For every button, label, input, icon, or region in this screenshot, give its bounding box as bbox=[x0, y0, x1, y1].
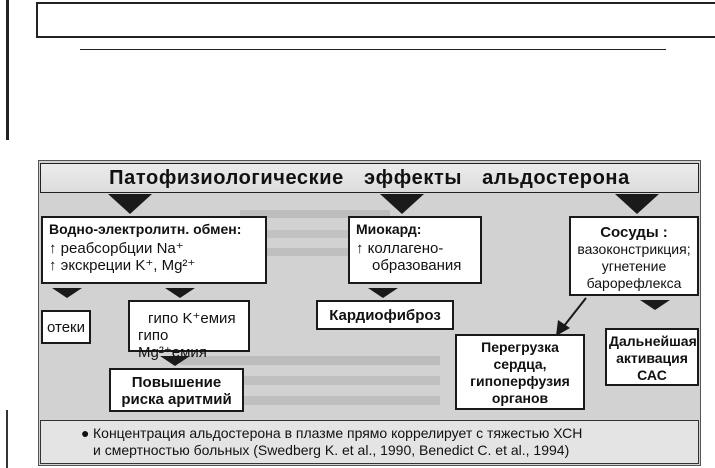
header-rule bbox=[80, 49, 666, 50]
hypo-box: гипо K⁺емия гипо Mg²⁺емия bbox=[128, 300, 250, 361]
arrhythmia-line2: риска аритмий bbox=[121, 391, 232, 408]
overload-box: Перегрузка сердца, гипоперфузия органов bbox=[455, 334, 585, 410]
myocard-box: Миокард: ↑ коллагено- образования bbox=[348, 216, 482, 284]
arrow-to-cardiofibrosis bbox=[368, 288, 398, 298]
footnote-line1: Концентрация альдостерона в плазме прямо… bbox=[93, 425, 583, 441]
diagram-title: Патофизиологические эффекты альдостерона bbox=[40, 163, 699, 193]
header-frame bbox=[36, 2, 715, 38]
arrow-to-edema bbox=[52, 288, 82, 298]
arrow-to-arrhythmia bbox=[160, 356, 190, 366]
cardiofibrosis-box: Кардиофиброз bbox=[316, 300, 454, 330]
overload-line1: Перегрузка bbox=[481, 339, 559, 355]
show-through-texture-2 bbox=[120, 352, 450, 412]
inhibition-text: угнетение bbox=[601, 258, 667, 274]
scan-edge-mark-lower bbox=[6, 410, 8, 468]
hypokalemia-text: гипо K⁺емия bbox=[148, 310, 236, 327]
sas-box: Дальнейшая активация САС bbox=[605, 328, 699, 386]
footnote-box: ● Концентрация альдостерона в плазме пря… bbox=[40, 420, 699, 464]
sas-line3: САС bbox=[637, 367, 667, 383]
vessels-title: Сосуды : bbox=[600, 224, 668, 241]
scan-edge-mark bbox=[6, 0, 9, 140]
collagen-text: ↑ коллагено- bbox=[356, 240, 444, 257]
arrow-to-overload bbox=[556, 297, 587, 336]
arrow-to-vessels bbox=[615, 194, 659, 214]
sodium-reabsorption-text: ↑ реабсорбции Na⁺ bbox=[49, 240, 184, 257]
show-through-texture bbox=[240, 204, 460, 264]
vasoconstriction-text: вазоконстрикция; bbox=[577, 241, 691, 257]
potassium-excretion-text: ↑ экскреции K⁺, Mg²⁺ bbox=[49, 257, 196, 274]
collagen-text-2: образования bbox=[372, 257, 462, 274]
overload-line2: сердца, bbox=[493, 356, 547, 372]
myocard-title: Миокард: bbox=[356, 221, 422, 237]
water-electrolyte-title: Водно-электролитн. обмен: bbox=[49, 221, 242, 237]
water-electrolyte-box: Водно-электролитн. обмен: ↑ реабсорбции … bbox=[41, 216, 267, 284]
edema-label: отеки bbox=[47, 318, 85, 336]
arrow-to-myocard bbox=[380, 194, 424, 214]
sas-line2: активация bbox=[616, 350, 688, 366]
arrow-to-sas bbox=[640, 300, 670, 310]
arrhythmia-box: Повышение риска аритмий bbox=[109, 368, 244, 412]
arrhythmia-line1: Повышение bbox=[131, 374, 222, 391]
arrow-to-water bbox=[108, 194, 152, 214]
bullet-icon: ● bbox=[81, 425, 90, 441]
overload-line3: гипоперфузия bbox=[470, 373, 570, 389]
arrow-to-hypo bbox=[165, 288, 195, 298]
cardiofibrosis-label: Кардиофиброз bbox=[329, 306, 441, 324]
edema-box: отеки bbox=[41, 310, 91, 344]
overload-line4: органов bbox=[491, 390, 549, 406]
footnote-line2: и смертностью больных (Swedberg K. et al… bbox=[93, 442, 570, 458]
sas-line1: Дальнейшая bbox=[609, 333, 697, 349]
baroreflex-text: барорефлекса bbox=[586, 275, 682, 291]
vessels-box: Сосуды : вазоконстрикция; угнетение баро… bbox=[569, 216, 699, 296]
